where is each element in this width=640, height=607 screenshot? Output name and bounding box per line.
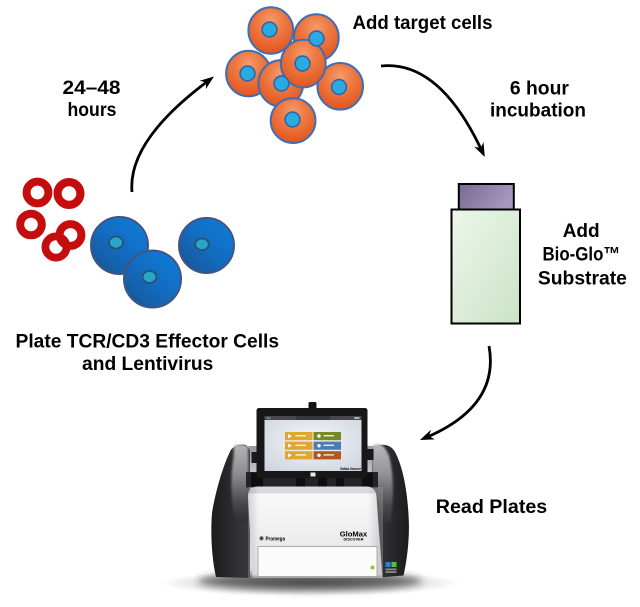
svg-text:Add target cells: Add target cells (353, 12, 493, 34)
svg-text:GloMax: GloMax (340, 530, 368, 539)
svg-text:Plate TCR/CD3 Effector Cells: Plate TCR/CD3 Effector Cells (16, 331, 280, 353)
svg-text:Bio-Glo™: Bio-Glo™ (543, 243, 621, 265)
svg-text:DISCOVER: DISCOVER (344, 538, 365, 542)
svg-text:6 hour: 6 hour (510, 78, 569, 100)
svg-text:hours: hours (68, 99, 117, 121)
svg-text:and Lentivirus: and Lentivirus (82, 353, 213, 375)
svg-text:Promega: Promega (266, 537, 286, 543)
svg-text:Substrate: Substrate (538, 268, 627, 290)
svg-text:24–48: 24–48 (63, 77, 121, 99)
svg-text:Read Plates: Read Plates (436, 496, 548, 518)
svg-text:Add: Add (563, 220, 600, 242)
svg-text:incubation: incubation (490, 99, 586, 121)
svg-text:GloMax Discover: GloMax Discover (340, 467, 362, 471)
